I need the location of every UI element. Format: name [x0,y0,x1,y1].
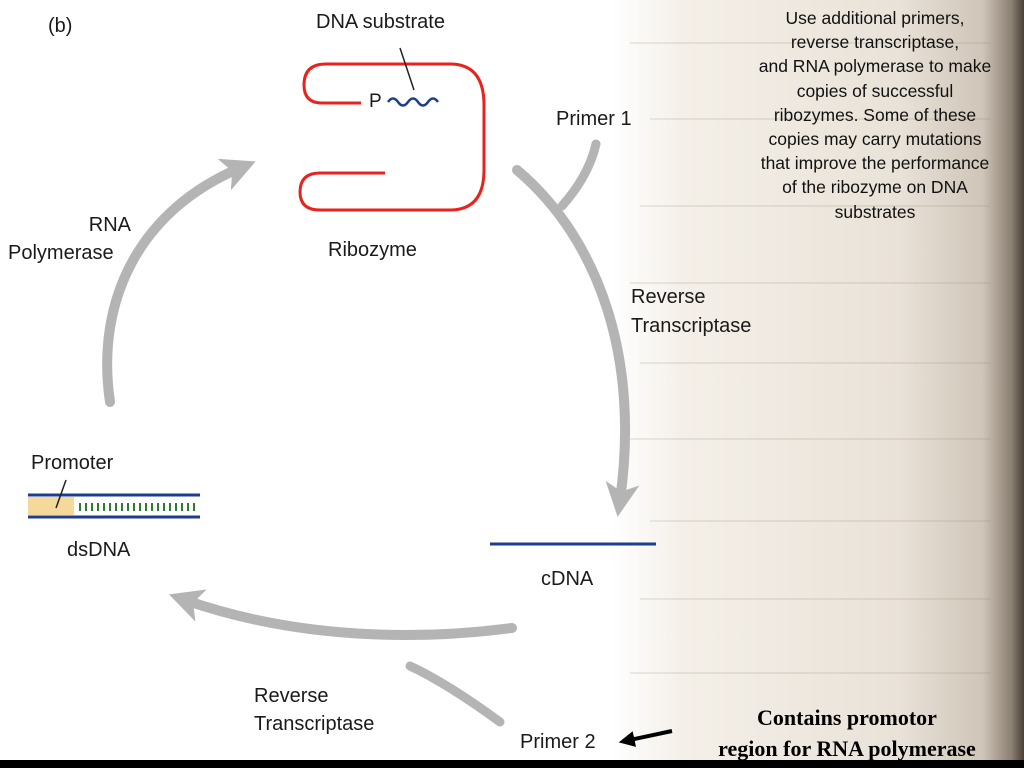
base-pairs [79,503,195,511]
rt-top-label-line2: Transcriptase [631,315,752,337]
arrow-ribozyme-to-cdna [512,165,640,517]
promoter-pointer-line [55,479,67,509]
dna-substrate-label: DNA substrate [316,11,445,33]
ribozyme-label: Ribozyme [328,239,417,261]
promoter-box [28,497,74,515]
rna-polymerase-label-line2: Polymerase [8,242,114,264]
rt-bottom-label-line1: Reverse [254,685,329,707]
arrow-primer2 [405,661,505,727]
note-line: copies may carry mutations [768,129,982,150]
arrow-dsdna-to-ribozyme [102,158,256,407]
note-line: and RNA polymerase to make [758,56,992,77]
rt-top-label-line1: Reverse [631,286,706,308]
book-page-background [610,0,1024,768]
panel-label: (b) [48,15,73,37]
callout-line1: Contains promotor [757,705,937,730]
arrow-cdna-to-dsdna [168,589,517,640]
note-line: copies of successful [796,80,954,101]
substrate-pointer-line [399,47,415,91]
note-line: Use additional primers, [785,8,965,28]
note-line: reverse transcriptase, [790,32,960,53]
cdna-label: cDNA [541,568,594,590]
phosphate-label: P [369,91,382,112]
note-line: ribozymes. Some of these [773,104,977,125]
ribozyme-strand [298,62,486,212]
note-line: that improve the performance [760,153,990,174]
bottom-black-bar [0,760,1024,768]
explanation-note: Use additional primers, reverse transcri… [735,6,1015,224]
arrow-primer1 [557,139,601,211]
note-line: substrates [834,201,916,222]
callout-line2: region for RNA polymerase [718,736,976,761]
rt-bottom-label-line2: Transcriptase [254,713,375,735]
primer2-label: Primer 2 [520,731,596,753]
promoter-callout: Contains promotor region for RNA polymer… [676,702,1018,764]
promoter-label: Promoter [31,452,114,474]
primer1-label: Primer 1 [556,108,632,130]
callout-arrow [618,729,673,747]
rna-polymerase-label-line1: RNA [88,214,131,236]
dna-substrate-strand [386,97,440,107]
dsdna-label: dsDNA [67,539,131,561]
note-line: of the ribozyme on DNA [782,177,968,198]
